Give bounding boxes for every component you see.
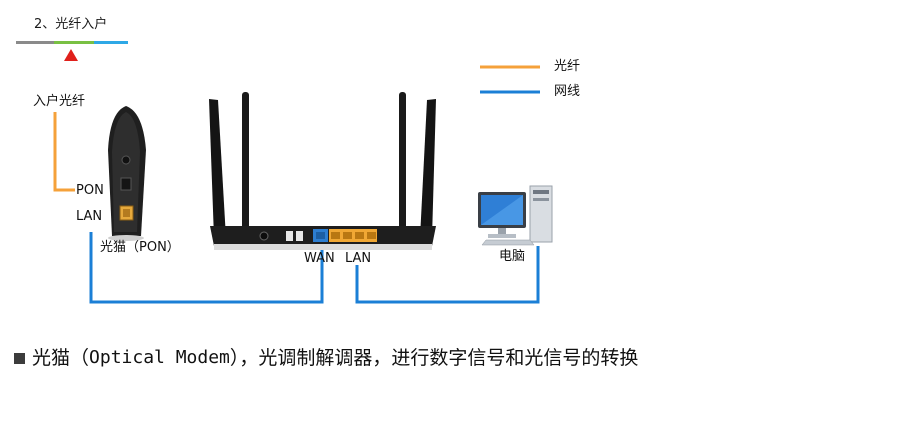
progress-segment-1 [16, 41, 54, 44]
caption: 光猫（Optical Modem），光调制解调器，进行数字信号和光信号的转换 [14, 344, 638, 372]
router-icon [209, 92, 436, 250]
fiber-in-label: 入户光纤 [33, 94, 86, 109]
router-lan-label: LAN [345, 251, 372, 266]
legend-fiber-label: 光纤 [554, 59, 581, 74]
computer-label: 电脑 [499, 249, 526, 264]
step-title: 2、光纤入户 [34, 17, 108, 32]
progress-segment-3 [94, 41, 128, 44]
modem-label: 光猫（PON） [100, 240, 180, 255]
legend-ethernet-label: 网线 [554, 84, 581, 99]
caption-tail: ），光调制解调器，进行数字信号和光信号的转换 [229, 347, 639, 369]
step-marker-icon [64, 49, 78, 61]
fiber-cable [53, 112, 75, 192]
ethernet-cable-router-pc [355, 246, 540, 304]
progress-segment-2 [54, 41, 94, 44]
caption-lead: 光猫（ [32, 347, 90, 369]
router-wan-label: WAN [304, 251, 335, 266]
optical-modem-icon [108, 106, 146, 241]
desktop-computer-icon [478, 185, 553, 246]
modem-lan-label: LAN [76, 209, 103, 224]
step-progress-bar [16, 41, 128, 61]
bullet-square-icon [14, 352, 25, 364]
caption-term: Optical Modem [89, 347, 230, 368]
pon-port-label: PON [76, 183, 104, 198]
ethernet-cable-modem-router [89, 232, 324, 304]
